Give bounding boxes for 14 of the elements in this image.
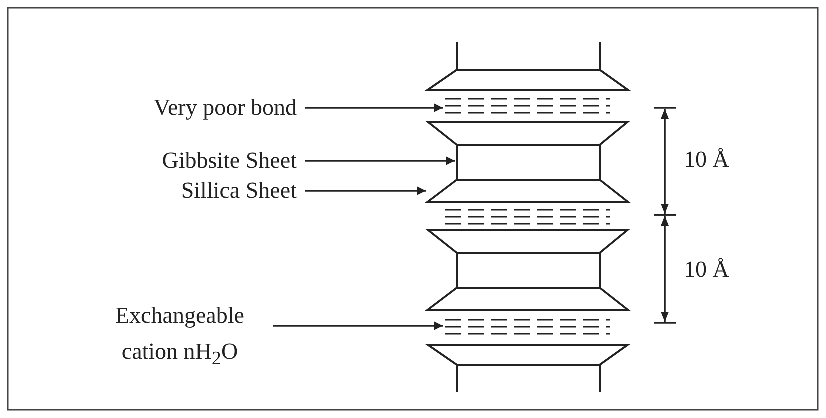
leader-arrow: [305, 156, 455, 166]
interlayer-dashes: [445, 98, 610, 114]
sheet-trapezoid: [425, 179, 631, 203]
leader-arrow: [273, 322, 443, 330]
interlayer-dashes: [445, 319, 610, 335]
part-label: Gibbsite Sheet: [162, 148, 297, 174]
sheet-rect: [456, 144, 601, 181]
part-label: Sillica Sheet: [181, 178, 297, 204]
leader-arrow: [305, 186, 426, 196]
dimension-label: 10 Å: [684, 147, 730, 173]
leader-arrow: [305, 104, 443, 112]
part-label: Exchangeable cation nH$_{2}$O: [95, 298, 265, 378]
dimension-label: 10 Å: [684, 257, 730, 283]
part-label: Very poor bond: [154, 95, 297, 121]
